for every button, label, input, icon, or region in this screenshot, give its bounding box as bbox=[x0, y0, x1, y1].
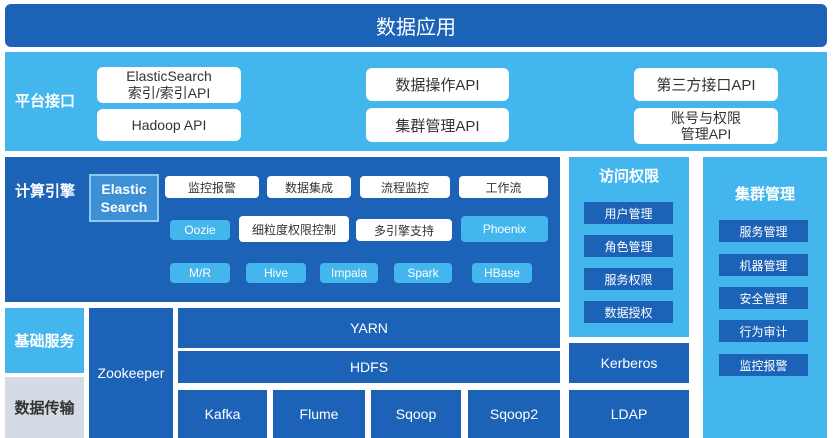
access-item-data: 数据授权 bbox=[584, 301, 673, 323]
cluster-title: 集群管理 bbox=[734, 185, 795, 203]
compute-tag-fine-grained: 细粒度权限控制 bbox=[239, 216, 349, 242]
access-item-user: 用户管理 bbox=[584, 202, 673, 224]
elastic-search-box: Elastic Search bbox=[89, 174, 159, 222]
transfer-sqoop: Sqoop bbox=[371, 390, 461, 438]
ldap-box: LDAP bbox=[569, 390, 689, 438]
cluster-item-alert: 监控报警 bbox=[719, 354, 808, 376]
cluster-item-audit: 行为审计 bbox=[719, 320, 808, 342]
kerberos-box: Kerberos bbox=[569, 343, 689, 383]
transfer-sqoop2: Sqoop2 bbox=[468, 390, 560, 438]
yarn-box: YARN bbox=[178, 308, 560, 348]
compute-tag-monitor: 监控报警 bbox=[165, 176, 259, 198]
data-transfer-label: 数据传输 bbox=[5, 377, 84, 438]
compute-label: 计算引擎 bbox=[14, 182, 75, 200]
compute-tag-multi-engine: 多引擎支持 bbox=[356, 219, 452, 241]
transfer-flume: Flume bbox=[273, 390, 365, 438]
compute-tag-spark: Spark bbox=[394, 263, 452, 283]
top-banner: 数据应用 bbox=[5, 4, 827, 47]
cluster-item-machine: 机器管理 bbox=[719, 254, 808, 276]
zookeeper-box: Zookeeper bbox=[89, 308, 173, 438]
compute-tag-workflow: 工作流 bbox=[459, 176, 548, 198]
platform-item-es: ElasticSearch 索引/索引API bbox=[97, 67, 241, 103]
platform-label: 平台接口 bbox=[14, 92, 75, 110]
compute-tag-integration: 数据集成 bbox=[267, 176, 351, 198]
compute-tag-hive: Hive bbox=[246, 263, 306, 283]
cluster-item-service: 服务管理 bbox=[719, 220, 808, 242]
platform-item-data-op: 数据操作API bbox=[366, 68, 509, 101]
compute-tag-impala: Impala bbox=[320, 263, 378, 283]
platform-item-third: 第三方接口API bbox=[634, 68, 778, 101]
compute-tag-hbase: HBase bbox=[472, 263, 532, 283]
compute-tag-oozie: Oozie bbox=[170, 220, 230, 240]
compute-tag-flow: 流程监控 bbox=[360, 176, 450, 198]
platform-item-hadoop: Hadoop API bbox=[97, 109, 241, 141]
hdfs-box: HDFS bbox=[178, 351, 560, 383]
platform-item-cluster: 集群管理API bbox=[366, 108, 509, 142]
platform-item-account: 账号与权限 管理API bbox=[634, 108, 778, 144]
access-title: 访问权限 bbox=[598, 167, 659, 185]
transfer-kafka: Kafka bbox=[178, 390, 267, 438]
compute-tag-mr: M/R bbox=[170, 263, 230, 283]
access-item-service: 服务权限 bbox=[584, 268, 673, 290]
cluster-item-security: 安全管理 bbox=[719, 287, 808, 309]
access-item-role: 角色管理 bbox=[584, 235, 673, 257]
base-services-label: 基础服务 bbox=[5, 308, 84, 373]
top-title: 数据应用 bbox=[376, 17, 456, 39]
compute-tag-phoenix: Phoenix bbox=[461, 216, 548, 242]
